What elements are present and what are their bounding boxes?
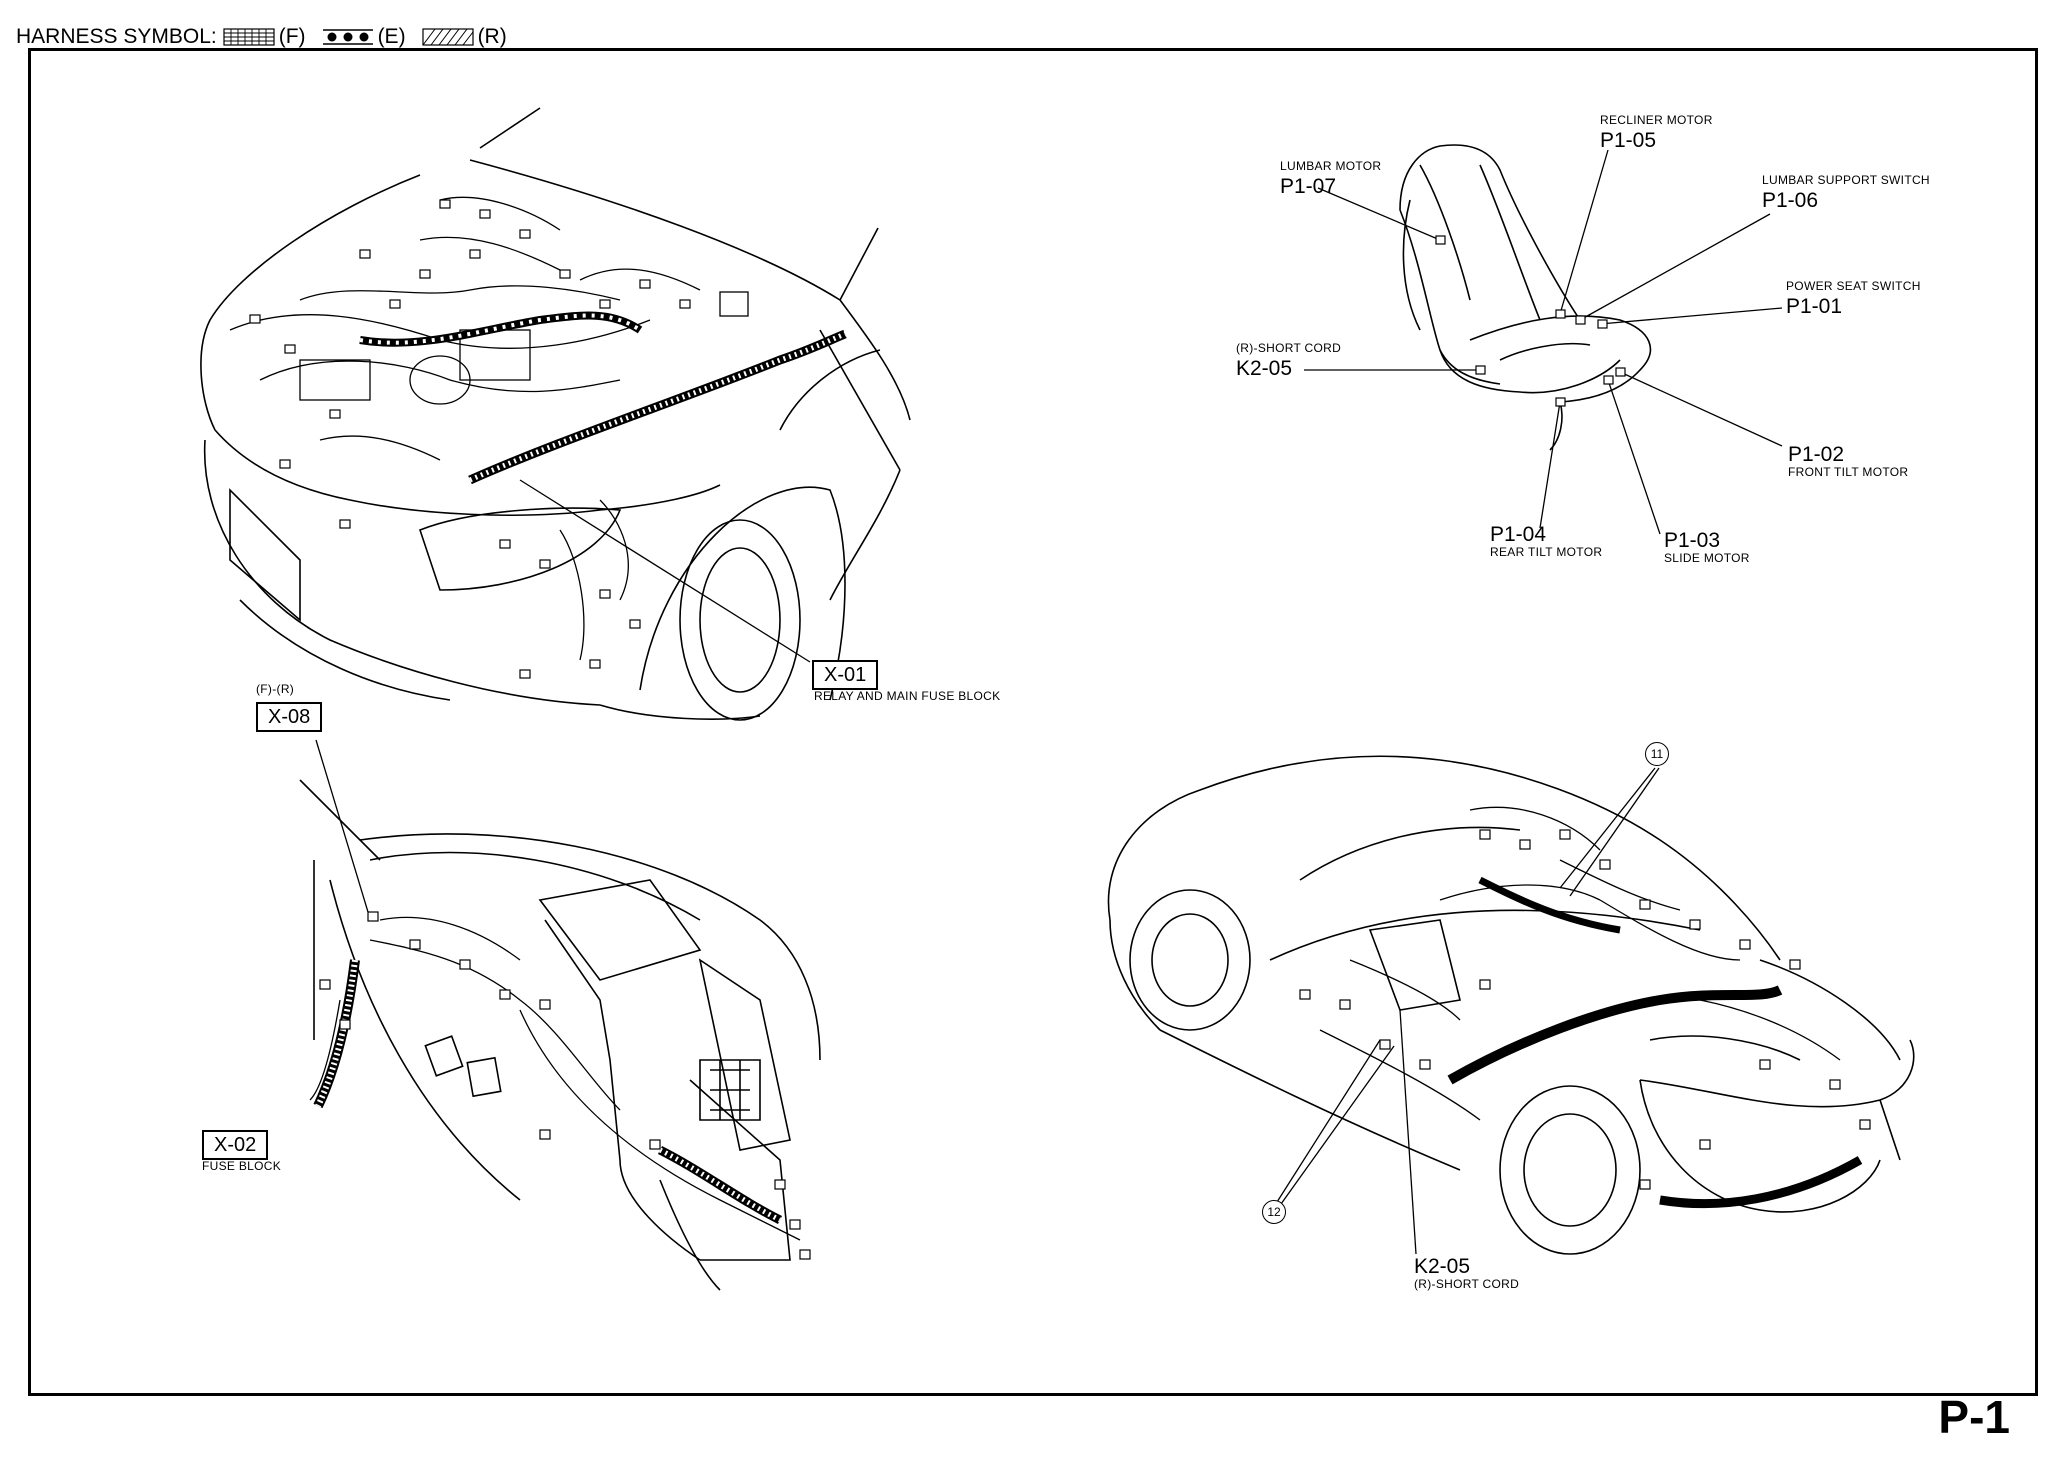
slide-motor-name: SLIDE MOTOR [1664,551,1750,565]
engine-f-harness [468,329,847,485]
engine-e-harness [359,311,643,347]
callout-11: 11 [1645,742,1669,766]
front-tilt-motor-name: FRONT TILT MOTOR [1788,465,1909,479]
x01-name: RELAY AND MAIN FUSE BLOCK [814,689,1001,703]
legend-title: HARNESS SYMBOL: [16,25,217,48]
x02-code-box: X-02 [202,1130,269,1160]
rear-r-harness [1447,985,1783,1085]
diagram-frame [28,48,2038,1396]
dashboard-drawing [299,779,821,1291]
hatched-harness-symbol-icon [421,28,474,46]
engine-connectors [249,199,691,679]
lumbar-support-switch-code: P1-06 [1762,189,1819,212]
recliner-motor-code: P1-05 [1600,129,1657,152]
rear-short-cord-name: (R)-SHORT CORD [1414,1277,1520,1291]
power-seat-switch-name: POWER SEAT SWITCH [1786,279,1921,293]
legend-code-f: (F) [278,25,306,48]
lumbar-motor-name: LUMBAR MOTOR [1280,159,1382,173]
dashboard-connectors [319,911,811,1260]
seat-short-cord-code: K2-05 [1236,357,1293,380]
grid-harness-symbol-icon [223,28,275,46]
recliner-motor-name: RECLINER MOTOR [1600,113,1713,127]
x02-name: FUSE BLOCK [202,1159,282,1173]
legend-code-r: (R) [477,25,507,48]
lumbar-motor-code: P1-07 [1280,175,1337,198]
rear-connectors [1299,829,1871,1190]
power-seat-switch-code: P1-01 [1786,295,1843,318]
rear-short-cord-code: K2-05 [1414,1255,1471,1278]
slide-motor-code: P1-03 [1664,529,1721,552]
seat-short-cord-name: (R)-SHORT CORD [1236,341,1342,355]
rear-callout-leaders [1276,767,1660,1255]
rear-tilt-motor-code: P1-04 [1490,523,1547,546]
callout-12: 12 [1262,1200,1286,1224]
harness-symbol-legend: HARNESS SYMBOL: (F) (E) (R) [16,22,517,52]
dotted-harness-symbol-icon [322,29,373,45]
rear-harness-lines [1319,806,1841,1121]
legend-code-e: (E) [377,25,406,48]
x01-code-box: X-01 [812,660,879,690]
dash-f-harness [657,1145,783,1225]
dash-r-harness-fill [315,959,358,1108]
x08-leader-line [315,739,369,913]
lumbar-support-switch-name: LUMBAR SUPPORT SWITCH [1762,173,1930,187]
seat-leader-lines [1304,149,1783,535]
power-seat-drawing [1399,144,1652,451]
x08-code-box: X-08 [256,702,323,732]
front-tilt-motor-code: P1-02 [1788,443,1845,466]
dashboard-harness-lines [309,916,801,1241]
engine-harness-lines [229,196,749,661]
rear-f-harness-hatch [1659,1157,1862,1207]
engine-compartment-drawing [200,107,911,721]
seat-connectors [1435,235,1626,407]
rear-tilt-motor-name: REAR TILT MOTOR [1490,545,1603,559]
rear-r-harness-hatch [1448,987,1782,1083]
rear-seat-harness [1478,876,1621,934]
x08-tag: (F)-(R) [256,682,295,696]
x01-leader-line [519,479,811,663]
page-number: P-1 [1938,1391,2010,1443]
rear-body-drawing [1107,755,1915,1255]
